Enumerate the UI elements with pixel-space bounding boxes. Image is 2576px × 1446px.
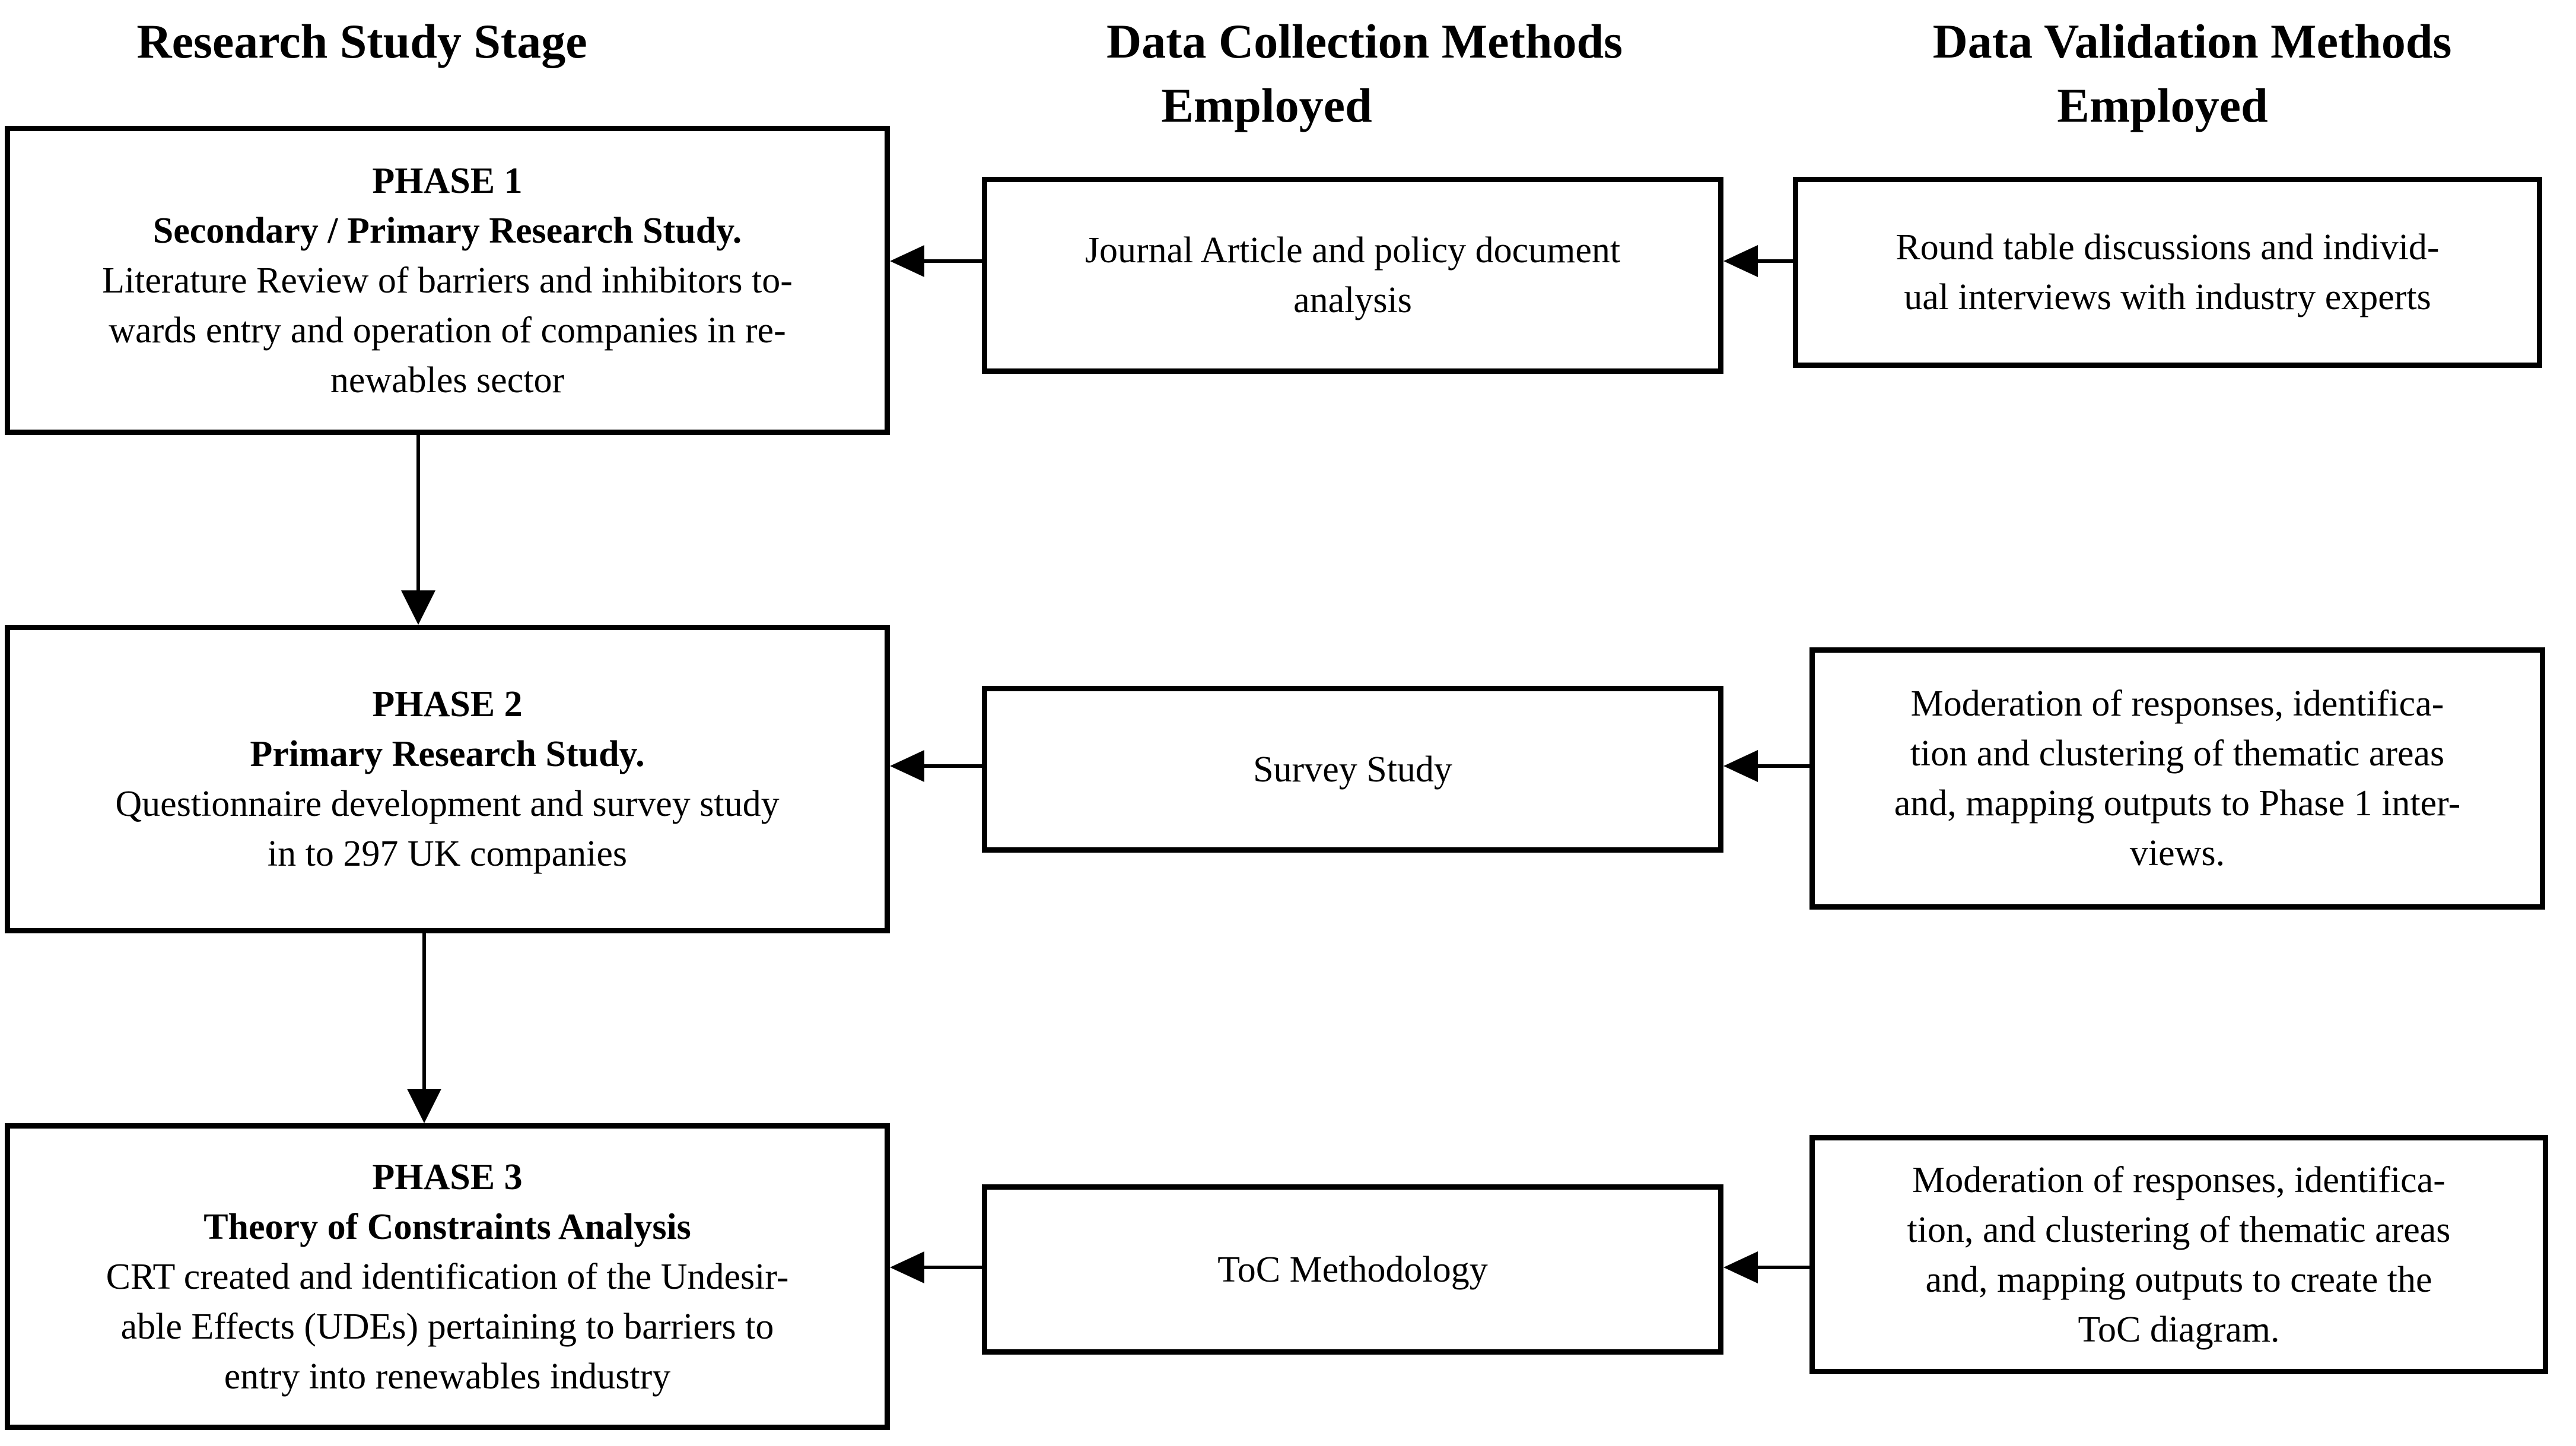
arrow-shaft [422,933,426,1089]
phase-1-collection-box: Journal Article and policy document anal… [982,177,1723,374]
phase-1-to-phase-2-arrow [401,435,435,625]
arrow-down-icon [407,1089,441,1123]
arrow-shaft [924,1266,982,1269]
arrow-left-icon [1723,750,1758,782]
phase-2-to-phase-3-arrow [407,933,441,1123]
phase-3-validation-box: Moderation of responses, identifica- tio… [1809,1135,2548,1374]
column-header-text-line2: Employed [1161,78,1372,132]
phase-3-validation-text: Moderation of responses, identifica- tio… [1907,1159,2451,1350]
arrow-left-icon [890,1251,924,1283]
arrow-left-icon [1723,1251,1758,1283]
column-header-text-line2: Employed [2057,78,2268,132]
column-header-research-study-stage: Research Study Stage [95,9,629,74]
arrow-shaft [416,435,420,590]
column-header-data-validation-methods: Data Validation Methods Employed [1887,9,2498,138]
phase-3-collection-text: ToC Methodology [1217,1249,1488,1290]
phase-1-title: PHASE 1 [372,160,523,201]
phase-2-collection-box: Survey Study [982,686,1723,853]
phase-2-validation-text: Moderation of responses, identifica- tio… [1894,684,2461,873]
phase-3-subtitle: Theory of Constraints Analysis [203,1206,691,1247]
phase-3-stage-box: PHASE 3 Theory of Constraints Analysis C… [5,1123,890,1430]
arrow-shaft [924,259,982,263]
phase-1-collection-text: Journal Article and policy document anal… [1085,230,1621,320]
arrow-left-icon [1723,245,1758,277]
arrow-left-icon [890,245,924,277]
phase-1-validation-to-collection-arrow [1723,244,1793,278]
column-header-text: Research Study Stage [136,14,587,68]
phase-1-description: Literature Review of barriers and inhibi… [102,260,793,401]
arrow-left-icon [890,750,924,782]
phase-2-stage-box: PHASE 2 Primary Research Study. Question… [5,625,890,933]
phase-1-subtitle: Secondary / Primary Research Study. [152,210,742,251]
phase-2-title: PHASE 2 [372,684,523,724]
arrow-shaft [1758,1266,1809,1269]
phase-2-description: Questionnaire development and survey stu… [115,784,780,874]
column-header-text: Data Validation Methods [1932,14,2452,68]
column-header-data-collection-methods: Data Collection Methods Employed [1062,9,1667,138]
phase-3-description: CRT created and identification of the Un… [106,1256,789,1397]
phase-2-collection-text: Survey Study [1253,749,1452,790]
phase-3-title: PHASE 3 [372,1156,523,1197]
arrow-shaft [924,764,982,768]
phase-1-validation-box: Round table discussions and individ- ual… [1793,177,2542,368]
phase-3-collection-to-stage-arrow [890,1251,982,1284]
arrow-shaft [1758,259,1793,263]
phase-3-validation-to-collection-arrow [1723,1251,1809,1284]
phase-1-validation-text: Round table discussions and individ- ual… [1896,227,2440,317]
phase-1-stage-box: PHASE 1 Secondary / Primary Research Stu… [5,126,890,435]
column-header-text: Data Collection Methods [1106,14,1623,68]
phase-3-collection-box: ToC Methodology [982,1184,1723,1355]
phase-1-collection-to-stage-arrow [890,244,982,278]
phase-2-validation-to-collection-arrow [1723,749,1809,783]
arrow-down-icon [401,590,435,625]
phase-2-validation-box: Moderation of responses, identifica- tio… [1809,647,2545,910]
arrow-shaft [1758,764,1809,768]
phase-2-collection-to-stage-arrow [890,749,982,783]
phase-2-subtitle: Primary Research Study. [250,734,645,774]
